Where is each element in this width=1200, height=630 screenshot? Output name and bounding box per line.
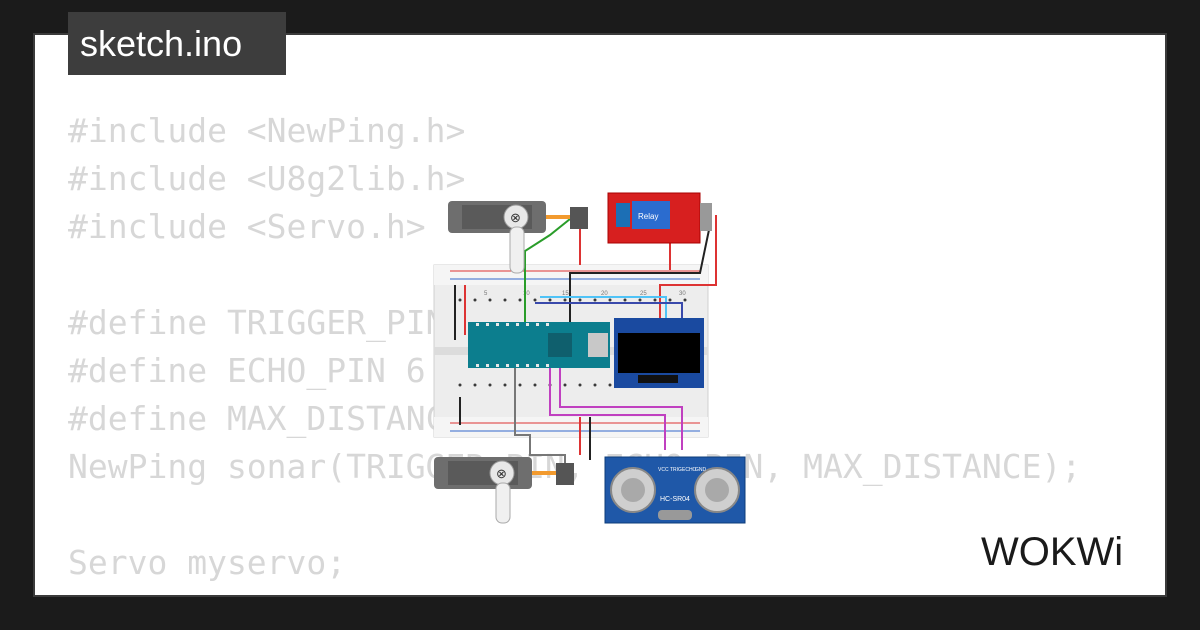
relay-module: Relay — [607, 192, 712, 244]
circuit-diagram: 5 10 15 20 25 30 ⊗ — [433, 192, 746, 524]
code-line: U8G2_SH1106_128X64_NONAME_F_HW_I2C u8g2(… — [68, 587, 1165, 595]
code-line: #include <Servo.h> — [68, 207, 426, 246]
code-line: #include <U8g2lib.h> — [68, 159, 466, 198]
logo-text: WOKWi — [981, 530, 1123, 574]
code-line: #include <NewPing.h> — [68, 111, 466, 150]
code-line: Servo myservo; — [68, 543, 347, 582]
breadboard-number: 15 — [562, 291, 569, 297]
sensor-pin-label: GND — [695, 467, 707, 473]
oled-display — [614, 318, 704, 388]
sensor-pin-label: VCC — [658, 467, 669, 473]
code-line: #define ECHO_PIN 6 — [68, 351, 426, 390]
servo-horn-icon: ⊗ — [510, 210, 521, 225]
ultrasonic-sensor: HC-SR04 VCC TRIG ECHO GND — [604, 456, 746, 524]
code-preview: #include <NewPing.h> #include <U8g2lib.h>… — [68, 107, 1165, 595]
servo-bottom: ⊗ — [434, 457, 574, 524]
preview-card: #include <NewPing.h> #include <U8g2lib.h>… — [33, 33, 1167, 597]
breadboard-number: 10 — [523, 291, 530, 297]
code-line: #define MAX_DISTANCE — [68, 399, 466, 438]
breadboard-number: 20 — [601, 291, 608, 297]
file-tab[interactable]: sketch.ino — [68, 12, 286, 75]
sensor-pin-label: ECHO — [682, 467, 697, 473]
breadboard-number: 25 — [640, 291, 647, 297]
sensor-label: HC-SR04 — [660, 496, 690, 503]
sensor-pin-label: TRIG — [670, 467, 682, 473]
wokwi-logo: WOKWi — [981, 530, 1123, 574]
relay-label: Relay — [638, 212, 658, 221]
breadboard-number: 5 — [484, 291, 488, 297]
breadboard-number: 30 — [679, 291, 686, 297]
arduino-nano — [468, 322, 610, 368]
servo-horn-icon: ⊗ — [496, 466, 507, 481]
servo-top: ⊗ — [448, 201, 588, 274]
